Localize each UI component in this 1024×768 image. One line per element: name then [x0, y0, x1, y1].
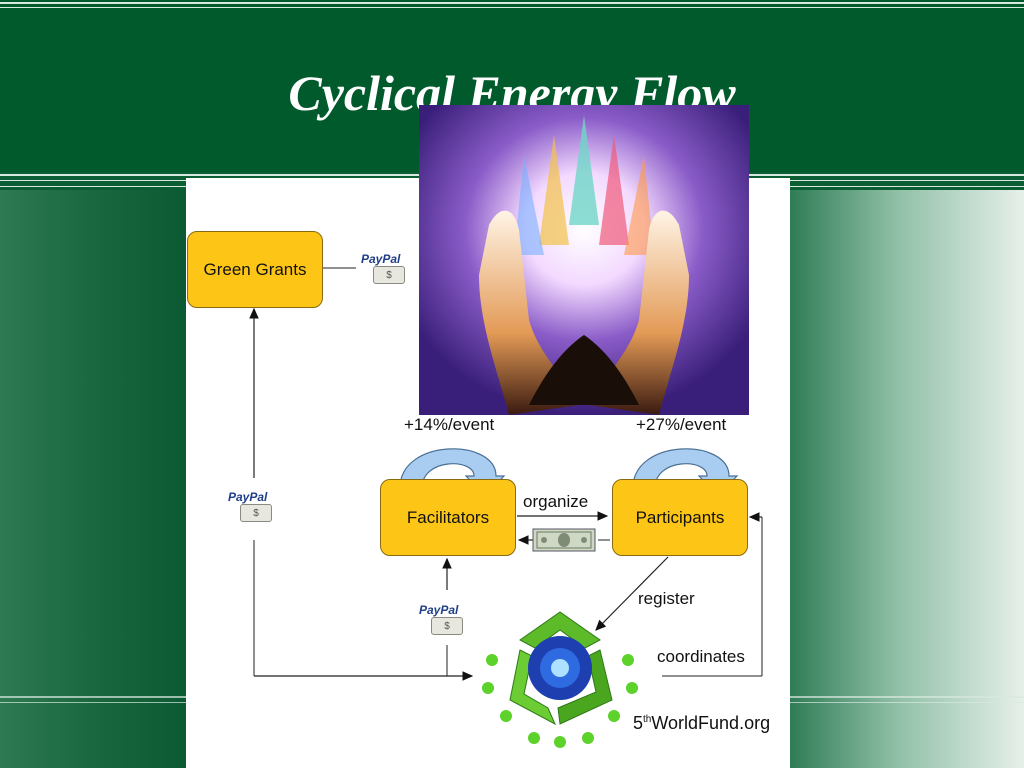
dollar-bill-icon — [532, 528, 596, 552]
header-rule-top-thin — [0, 7, 1024, 8]
background-right-gradient — [790, 190, 1024, 768]
green-grants-node: Green Grants — [187, 231, 323, 308]
paypal-icon: PayPal $ — [419, 603, 477, 639]
facilitators-label: Facilitators — [406, 507, 490, 527]
facilitators-growth-label: +14%/event — [404, 415, 495, 434]
paypal-tag-icon: $ — [431, 617, 463, 635]
footer-suffix: WorldFund.org — [651, 713, 771, 733]
participants-node: Participants — [612, 479, 748, 556]
coordinates-label: coordinates — [657, 647, 745, 666]
background-left-gradient — [0, 190, 186, 768]
paypal-icon: PayPal $ — [228, 490, 286, 526]
paypal-logo-text: PayPal — [228, 490, 268, 504]
footer-prefix: 5 — [633, 713, 644, 733]
glowing-hands-image — [419, 105, 749, 415]
paypal-logo-text: PayPal — [419, 603, 459, 617]
footer-superscript: th — [643, 714, 652, 725]
facilitators-node: Facilitators — [380, 479, 516, 556]
paypal-icon: PayPal $ — [361, 252, 419, 288]
participants-growth-label: +27%/event — [636, 415, 727, 434]
header-rule-top — [0, 2, 1024, 4]
green-grants-label: Green Grants — [203, 259, 307, 279]
recycle-globe-icon — [482, 611, 638, 748]
paypal-tag-icon: $ — [373, 266, 405, 284]
footer-url: 5thWorldFund.org — [633, 713, 770, 734]
paypal-tag-icon: $ — [240, 504, 272, 522]
register-label: register — [638, 589, 695, 608]
participants-label: Participants — [635, 507, 725, 527]
register-arrow — [595, 556, 669, 631]
organize-label: organize — [523, 492, 589, 511]
paypal-logo-text: PayPal — [361, 252, 401, 266]
